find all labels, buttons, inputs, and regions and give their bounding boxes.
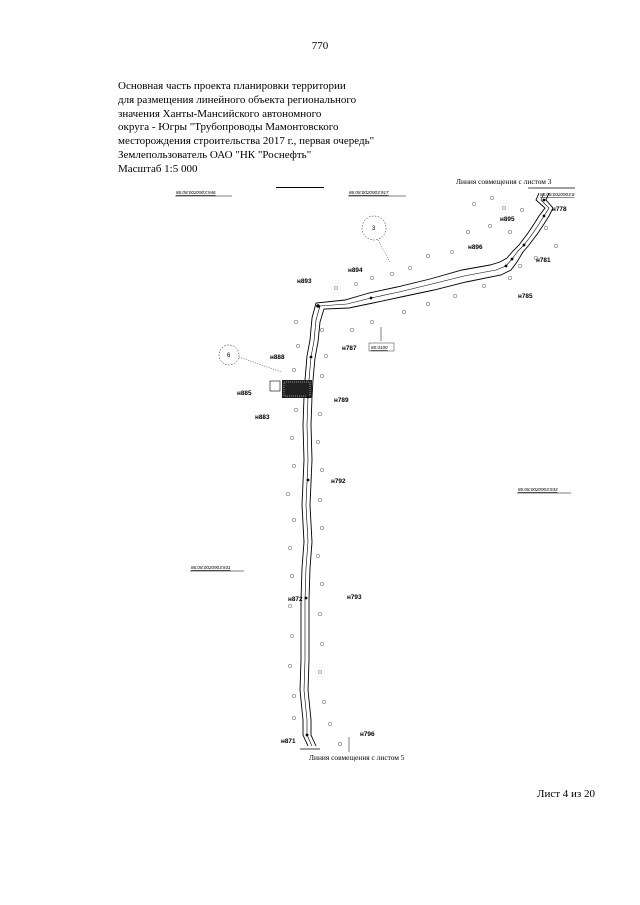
point-label: н888 <box>270 354 285 361</box>
title-underline <box>276 187 324 188</box>
point-label: н895 <box>500 216 515 223</box>
join-line-top-label: Линия совмещения с листом 3 <box>456 177 552 186</box>
pipeline-corridor-center <box>303 192 550 747</box>
cadastral-label: 86:08:0020903:917 <box>349 190 389 195</box>
boxed-label: 85:4100 <box>371 345 388 350</box>
hatched-pad <box>282 380 312 398</box>
point-label: н787 <box>342 345 357 352</box>
callout-circle-6 <box>218 344 240 366</box>
point-label: н894 <box>348 267 363 274</box>
point-label: н796 <box>360 731 375 738</box>
point-label: н896 <box>468 244 483 251</box>
cadastral-label: 86:08:0020903:933 <box>518 487 558 492</box>
cadastral-label: 86:08:0020903:946 <box>176 190 216 195</box>
title-line: месторождения строительства 2017 г., пер… <box>118 135 375 148</box>
point-label: н789 <box>334 397 349 404</box>
pipeline-corridor-right <box>307 192 554 747</box>
callout-label-3: 3 <box>372 226 376 232</box>
title-line: округа - Югры "Трубопроводы Мамонтовског… <box>118 121 339 134</box>
point-label: н883 <box>255 414 270 421</box>
pipeline-corridor-left <box>299 192 546 747</box>
scale-line: Масштаб 1:5 000 <box>118 162 198 175</box>
sheet-info: Лист 4 из 20 <box>537 788 596 800</box>
point-label: н778 <box>552 206 567 213</box>
page-number: 770 <box>311 40 329 52</box>
point-label: н793 <box>347 594 362 601</box>
title-line: для размещения линейного объекта региона… <box>118 93 357 106</box>
callout-circle-3 <box>361 215 387 241</box>
join-line-bottom-label: Линия совмещения с листом 5 <box>309 753 405 762</box>
point-label: н785 <box>518 293 533 300</box>
route-vertices <box>304 198 546 737</box>
point-label: н893 <box>297 278 312 285</box>
point-label: н885 <box>237 390 252 397</box>
vegetation-symbols <box>285 195 559 747</box>
point-label: н792 <box>331 478 346 485</box>
callout-leader <box>238 356 282 373</box>
cadastral-label: 86:08:0020903:931 <box>191 565 231 570</box>
point-label: н871 <box>281 738 296 745</box>
point-label: н872 <box>288 596 303 603</box>
point-label: н781 <box>536 257 551 264</box>
title-block: Основная часть проекта планировки террит… <box>118 80 374 177</box>
title-line: Основная часть проекта планировки террит… <box>118 80 346 92</box>
boxed-label-frame <box>368 342 395 352</box>
site-structure <box>269 380 281 392</box>
title-line: значения Ханты-Мансийского автономного <box>118 107 322 120</box>
title-line: Землепользователь ОАО "НК "Роснефть" <box>118 148 312 161</box>
callout-leader <box>377 239 391 263</box>
cadastral-label: 86:08:0020903:8 <box>540 192 575 197</box>
callout-label-6: 6 <box>227 353 231 359</box>
